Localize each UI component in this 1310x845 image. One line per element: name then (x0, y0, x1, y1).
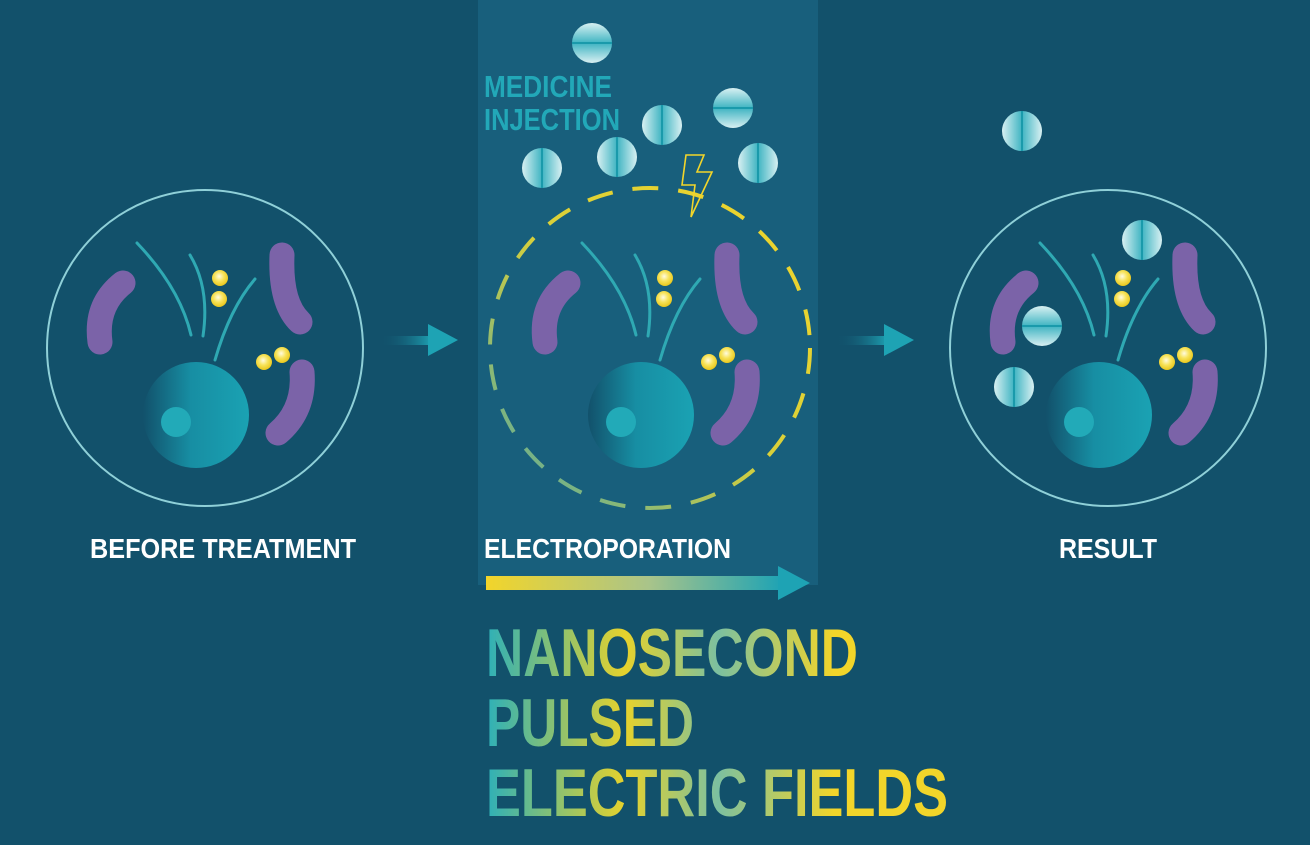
cell-membrane (46, 189, 364, 507)
arrow-right-icon (380, 324, 458, 356)
medicine-pill-icon (641, 104, 683, 146)
cell-membrane (949, 189, 1267, 507)
stage-label-electroporation: ELECTROPORATION (484, 533, 731, 564)
title-line: NANOSECOND (486, 615, 858, 691)
medicine-pill-icon (993, 366, 1035, 408)
cell-electroporation (488, 154, 812, 510)
electric-field-arrow-icon (486, 566, 810, 600)
medicine-injection-label: MEDICINE (484, 69, 612, 104)
arrow-right-icon (836, 324, 914, 356)
cell-result (949, 189, 1267, 507)
title-line: ELECTRIC FIELDS (486, 755, 948, 831)
medicine-pill-icon (521, 147, 563, 189)
porated-membrane (488, 186, 812, 510)
stage-label-result: RESULT (1059, 533, 1157, 564)
medicine-pill-icon (596, 136, 638, 178)
stage-label-before: BEFORE TREATMENT (90, 533, 356, 564)
medicine-injection-label: INJECTION (484, 102, 620, 137)
cell-before-treatment (46, 189, 364, 507)
medicine-pill-icon (1021, 305, 1063, 347)
lightning-bolt-icon (681, 154, 714, 218)
medicine-pill-icon (737, 142, 779, 184)
medicine-pill-icon (712, 87, 754, 129)
title-line: PULSED (486, 685, 694, 761)
medicine-pill-icon (1001, 110, 1043, 152)
medicine-pill-icon (1121, 219, 1163, 261)
medicine-pill-icon (571, 22, 613, 64)
